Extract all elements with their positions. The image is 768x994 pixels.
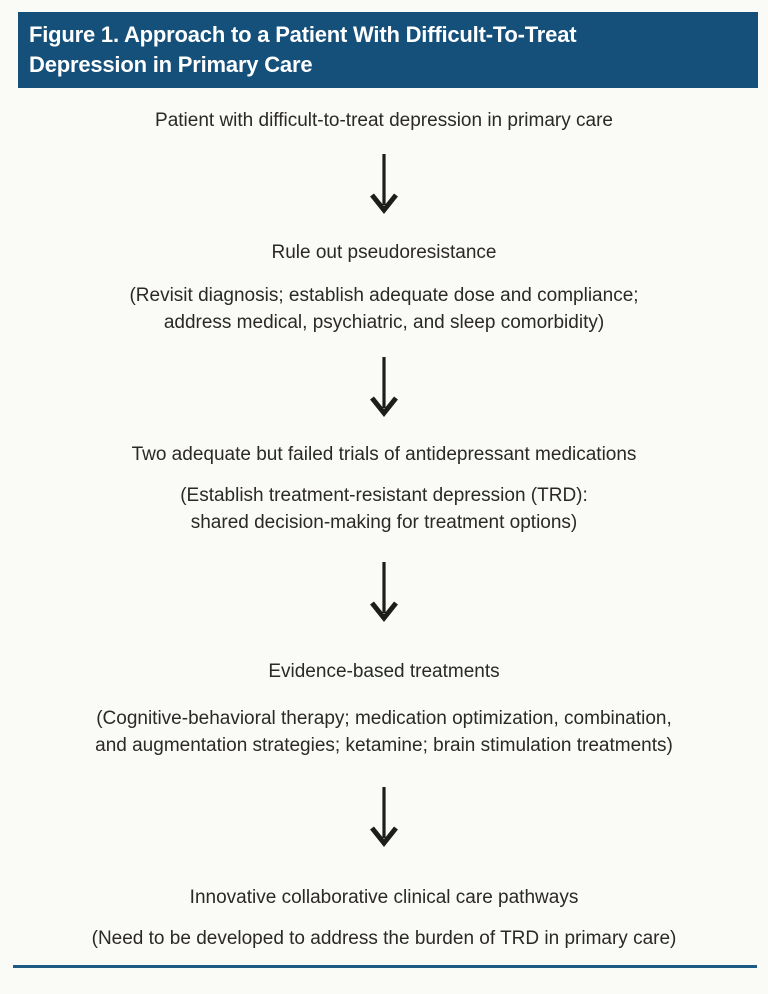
- figure-bottom-rule: [13, 965, 757, 968]
- flow-step-3-detail: (Establish treatment-resistant depressio…: [0, 482, 768, 536]
- flow-step-5-detail: (Need to be developed to address the bur…: [0, 925, 768, 952]
- flow-step-2-heading: Rule out pseudoresistance: [271, 242, 497, 263]
- flow-step-4-detail-line-1: (Cognitive-behavioral therapy; medicatio…: [96, 708, 672, 729]
- flow-step-5-detail-line-1: (Need to be developed to address the bur…: [91, 928, 677, 949]
- down-arrow-icon: [370, 562, 398, 622]
- figure-container: Figure 1. Approach to a Patient With Dif…: [0, 12, 768, 994]
- flow-step-3-detail-line-1: (Establish treatment-resistant depressio…: [180, 485, 588, 506]
- down-arrow-icon: [370, 154, 398, 214]
- flow-step-4-heading: Evidence-based treatments: [268, 661, 500, 682]
- flowchart: Patient with difficult-to-treat depressi…: [0, 108, 768, 952]
- flow-step-5-heading: Innovative collaborative clinical care p…: [189, 887, 579, 908]
- flow-step-2-detail: (Revisit diagnosis; establish adequate d…: [0, 282, 768, 336]
- figure-title-line-1: Figure 1. Approach to a Patient With Dif…: [29, 22, 577, 47]
- down-arrow-icon: [370, 787, 398, 847]
- figure-title-line-2: Depression in Primary Care: [29, 52, 313, 77]
- flow-step-2-detail-line-2: address medical, psychiatric, and sleep …: [163, 312, 605, 333]
- down-arrow-icon: [370, 357, 398, 417]
- flow-step-3-heading: Two adequate but failed trials of antide…: [131, 444, 637, 465]
- flow-step-1-heading: Patient with difficult-to-treat depressi…: [155, 110, 613, 131]
- figure-title-bar: Figure 1. Approach to a Patient With Dif…: [18, 12, 758, 88]
- flow-step-3-detail-line-2: shared decision-making for treatment opt…: [190, 512, 578, 533]
- flow-step-4-detail-line-2: and augmentation strategies; ketamine; b…: [95, 735, 673, 756]
- flow-step-4-detail: (Cognitive-behavioral therapy; medicatio…: [0, 705, 768, 759]
- flow-step-2-detail-line-1: (Revisit diagnosis; establish adequate d…: [129, 285, 639, 306]
